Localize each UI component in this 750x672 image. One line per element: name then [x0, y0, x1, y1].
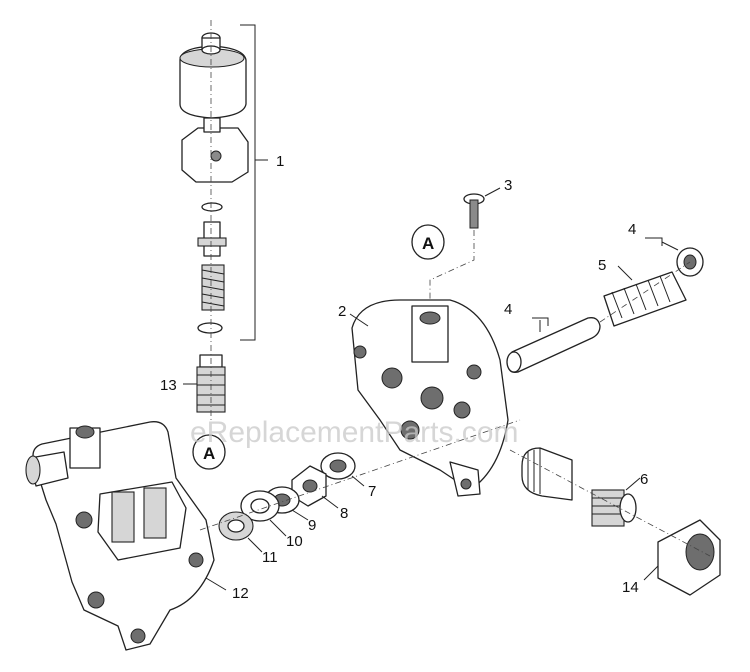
callout-3: 3 [504, 177, 512, 194]
callout-10: 10 [286, 533, 303, 550]
callout-6: 6 [640, 471, 648, 488]
screw [463, 187, 501, 229]
plunger-spring [603, 265, 687, 327]
callout-14: 14 [622, 579, 639, 596]
callout-4-ring: 4 [628, 221, 636, 238]
seal-8 [291, 465, 339, 509]
assembly-axes [199, 20, 711, 557]
nut-large [521, 447, 573, 501]
callout-5: 5 [598, 257, 606, 274]
pump-head [349, 299, 509, 497]
plunger [506, 317, 601, 373]
reference-mark-text: A [203, 444, 215, 463]
callout-4-plunger: 4 [504, 301, 512, 318]
callout-2: 2 [338, 303, 346, 320]
callout-7: 7 [368, 483, 376, 500]
pump-body [25, 421, 227, 651]
seal-7 [320, 452, 365, 487]
washer-10 [240, 490, 287, 537]
callout-1: 1 [276, 153, 284, 170]
seal-11 [218, 511, 263, 553]
callout-8: 8 [340, 505, 348, 522]
callout-13: 13 [160, 377, 177, 394]
coupler-nut [643, 519, 721, 596]
unloader-assembly [179, 24, 268, 341]
callout-9: 9 [308, 517, 316, 534]
valve-cartridge [183, 354, 226, 413]
retaining-ring [645, 237, 704, 277]
callout-12: 12 [232, 585, 249, 602]
callout-11: 11 [262, 549, 278, 566]
reference-mark-a-bottom: A [192, 434, 226, 470]
fitting [591, 477, 641, 527]
reference-mark-a-top: A [411, 224, 445, 260]
unloader-spring [201, 264, 225, 311]
reference-mark-text: A [422, 234, 434, 253]
watermark: eReplacementParts.com [190, 416, 518, 449]
